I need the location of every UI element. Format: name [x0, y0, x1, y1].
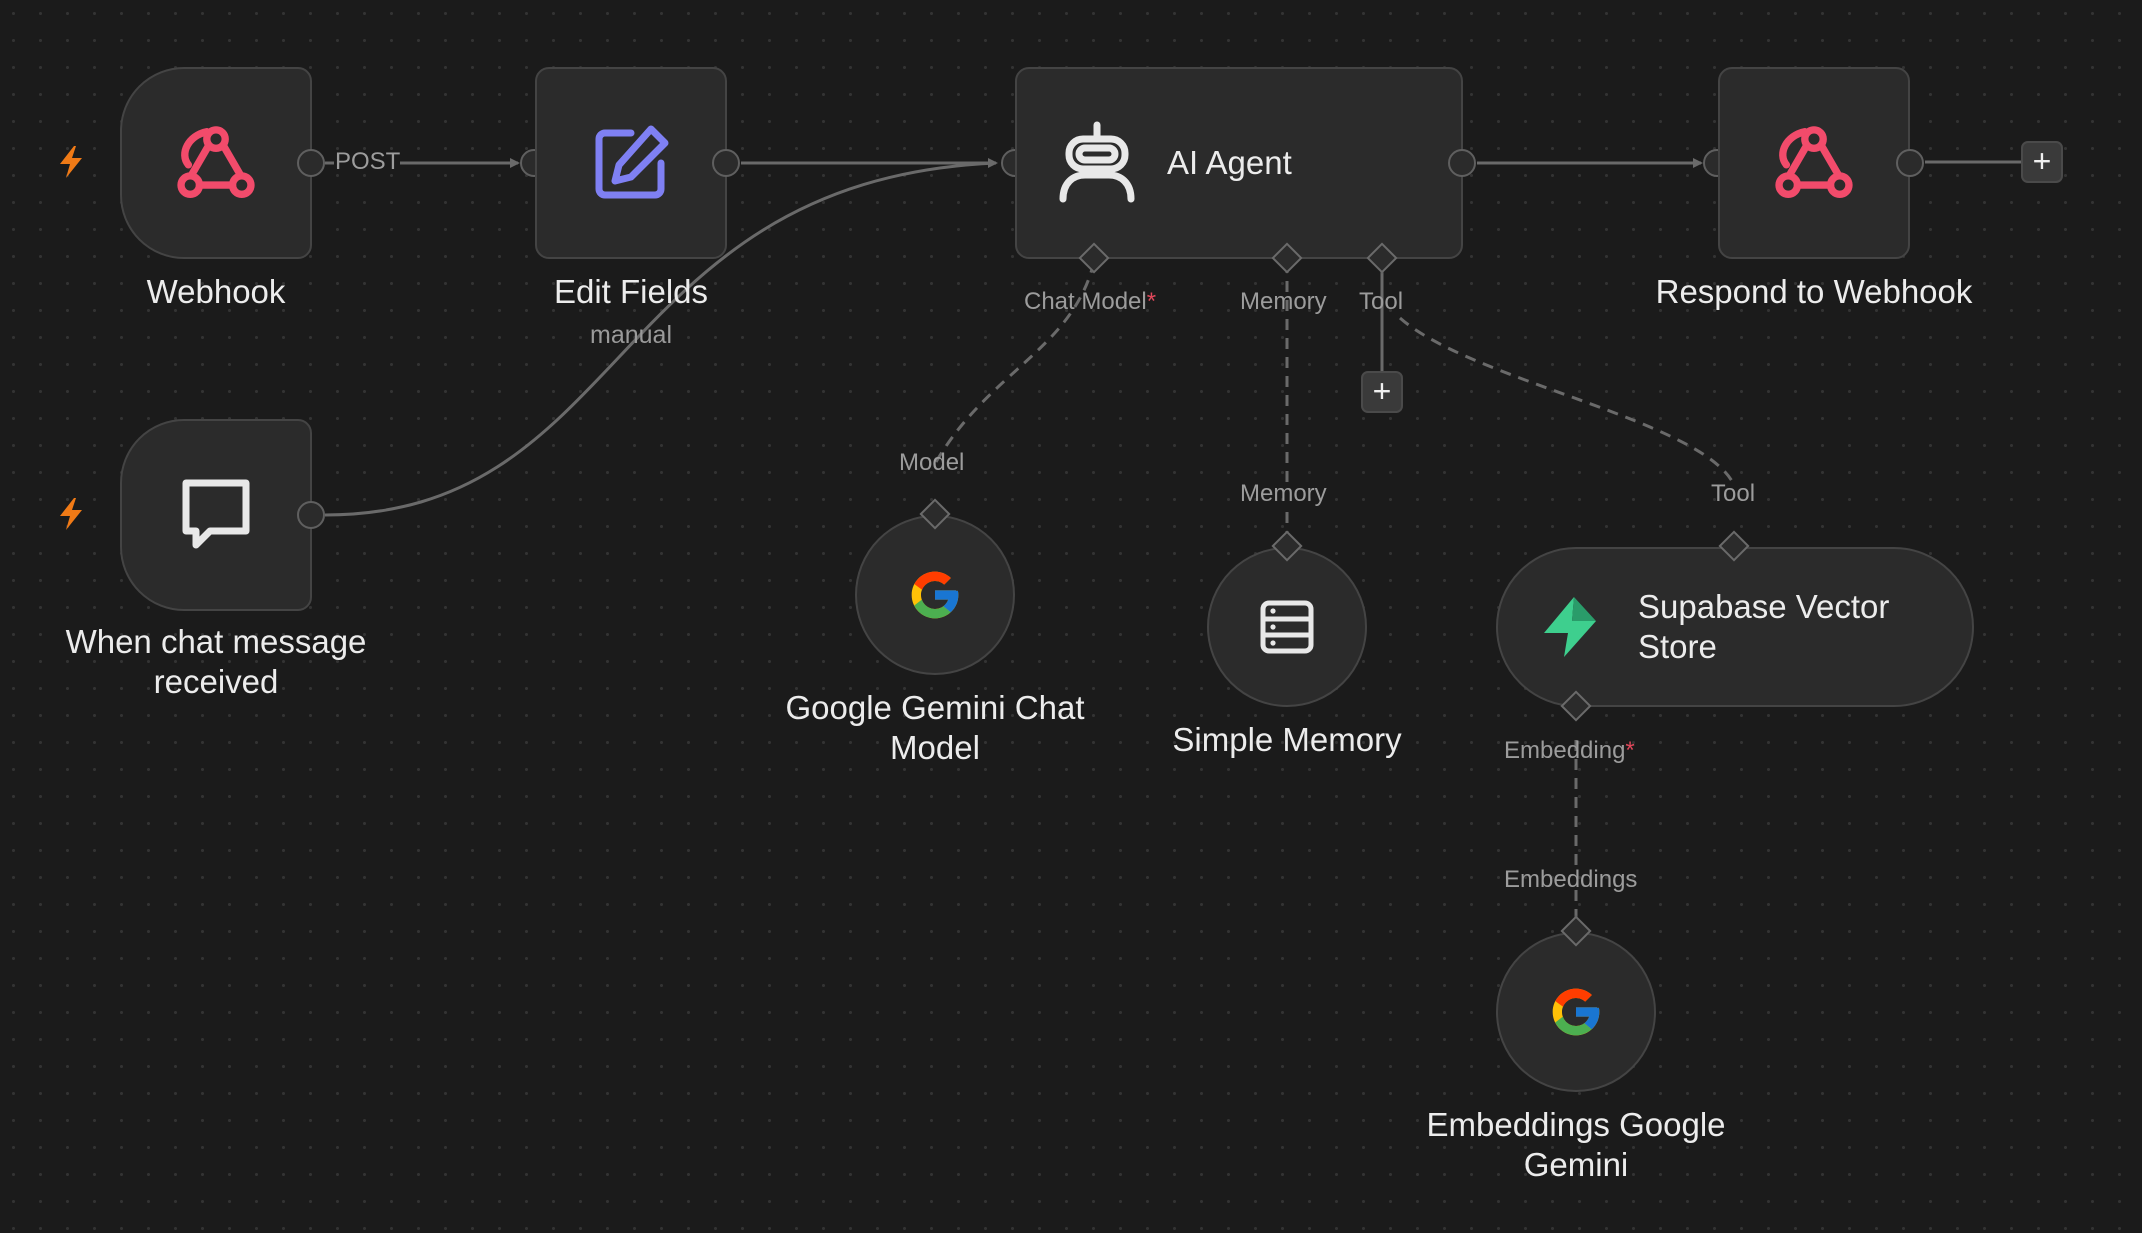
- edit-fields-output-port[interactable]: [712, 149, 740, 177]
- memory-input-label: Memory: [1240, 480, 1327, 507]
- respond-to-webhook-node[interactable]: [1718, 67, 1910, 259]
- trigger-bolt-icon: [60, 146, 82, 178]
- post-label: POST: [335, 148, 401, 175]
- ai-agent-output-port[interactable]: [1448, 149, 1476, 177]
- model-port-label: Model: [899, 449, 965, 476]
- chat-trigger-output-port[interactable]: [297, 501, 325, 529]
- webhook-node-label: Webhook: [146, 273, 286, 310]
- supabase-vector-store-node[interactable]: Supabase Vector Store: [1496, 547, 1974, 707]
- ai-agent-node[interactable]: AI Agent: [1015, 67, 1463, 259]
- memory-port-label: Memory: [1240, 288, 1327, 315]
- google-g-icon: [911, 571, 959, 619]
- trigger-bolt-icon: [60, 498, 82, 530]
- add-tool-button[interactable]: +: [1361, 371, 1403, 413]
- respond-node-label: Respond to Webhook: [1655, 273, 1973, 310]
- respond-output-port[interactable]: [1896, 149, 1924, 177]
- embeddings-gemini-node[interactable]: [1496, 932, 1656, 1092]
- edit-fields-node-label: Edit Fields: [553, 273, 709, 310]
- gemini-chat-model-node[interactable]: [855, 515, 1015, 675]
- supabase-title: Supabase Vector Store: [1638, 588, 1890, 665]
- ai-agent-title: AI Agent: [1167, 144, 1292, 181]
- add-node-button[interactable]: +: [2021, 141, 2063, 183]
- embedding-port-label: Embedding*: [1504, 737, 1635, 764]
- connection-chatmodel-gemini[interactable]: [933, 261, 1096, 467]
- google-g-icon: [1552, 988, 1600, 1036]
- pencil-square-icon: [595, 125, 669, 199]
- embeddings-gemini-label: Embeddings Google Gemini: [1426, 1106, 1726, 1183]
- edit-fields-subtitle: manual: [590, 321, 672, 349]
- supabase-bolt-icon: [1544, 597, 1596, 657]
- robot-icon: [1059, 121, 1135, 203]
- chat-trigger-node[interactable]: [120, 419, 312, 611]
- connection-chat-agent[interactable]: [324, 161, 997, 517]
- gemini-chat-model-label: Google Gemini Chat Model: [785, 689, 1085, 766]
- chat-bubble-icon: [182, 479, 250, 549]
- simple-memory-node[interactable]: [1207, 547, 1367, 707]
- webhook-node[interactable]: [120, 67, 312, 259]
- tool-input-label: Tool: [1711, 480, 1756, 507]
- connection-tool-supabase[interactable]: [1399, 316, 1735, 484]
- webhook-icon: [1775, 126, 1853, 198]
- tool-port-label: Tool: [1359, 288, 1404, 315]
- database-icon: [1260, 600, 1314, 654]
- chat-model-port-label: Chat Model*: [1024, 288, 1157, 315]
- webhook-icon: [177, 126, 255, 198]
- chat-trigger-label: When chat message received: [65, 623, 367, 700]
- webhook-output-port[interactable]: [297, 149, 325, 177]
- simple-memory-label: Simple Memory: [1172, 721, 1402, 758]
- embeddings-input-label: Embeddings: [1504, 866, 1638, 893]
- edit-fields-node[interactable]: [535, 67, 727, 259]
